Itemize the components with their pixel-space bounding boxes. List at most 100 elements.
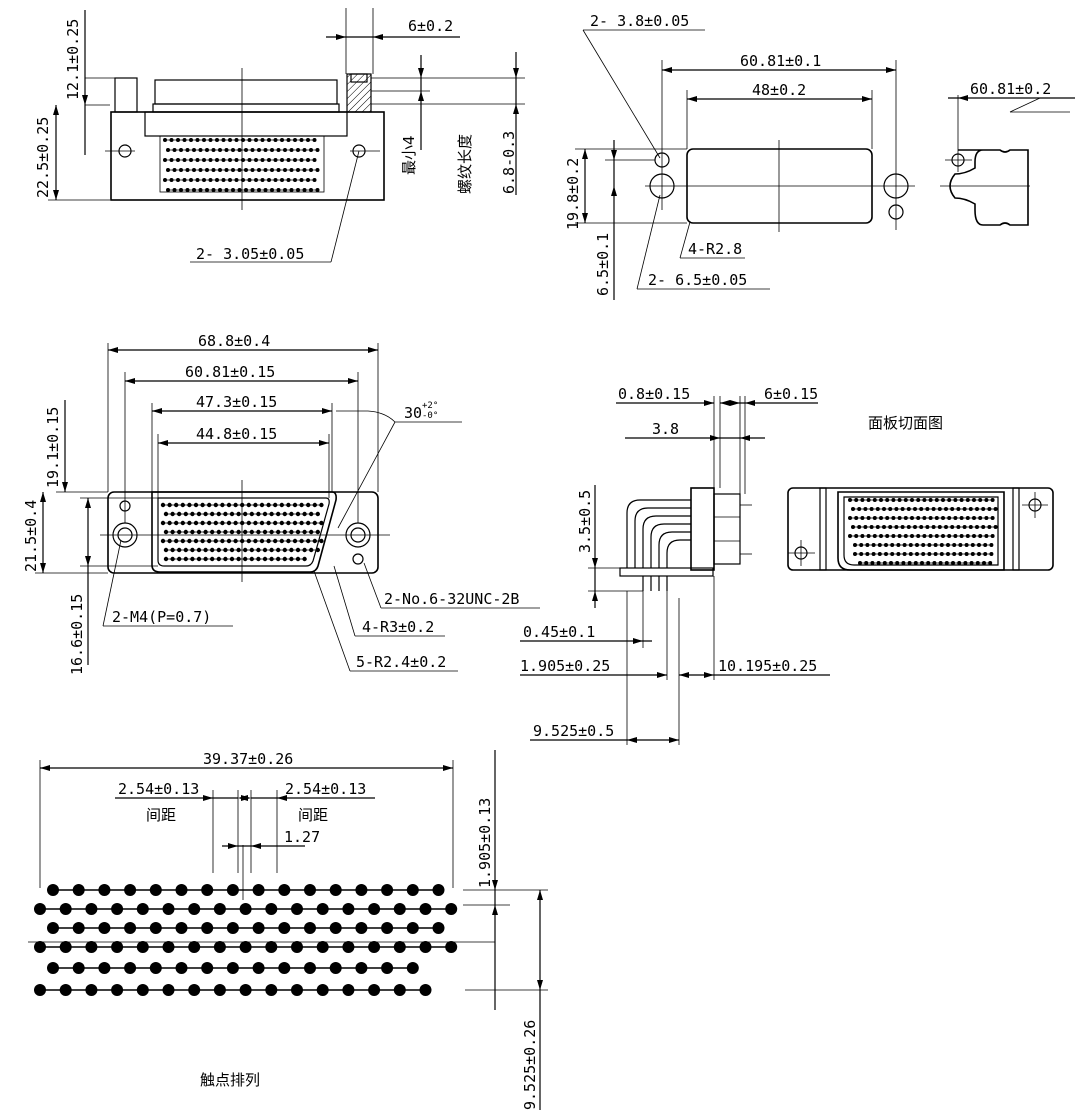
contact-pin xyxy=(265,941,278,953)
contact-pin xyxy=(220,502,225,508)
contact-pin xyxy=(215,158,219,162)
contact-pin xyxy=(922,516,927,520)
contact-pin xyxy=(864,561,869,565)
section-rib-left xyxy=(819,487,827,571)
arrowhead xyxy=(537,890,543,900)
contact-pin xyxy=(920,561,924,565)
contact-pin xyxy=(941,516,945,520)
contact-pin xyxy=(432,922,445,934)
contact-pin xyxy=(292,520,298,526)
dim-1-905-side: 1.905±0.25 xyxy=(520,657,610,675)
contact-pin xyxy=(239,903,252,915)
contact-pin xyxy=(215,178,219,182)
dim-19-8: 19.8±0.2 xyxy=(564,158,582,230)
side-flange xyxy=(690,487,715,571)
contact-pin xyxy=(243,511,248,517)
contact-pin xyxy=(256,511,261,517)
contact-pin xyxy=(269,511,274,517)
dim-48: 48±0.2 xyxy=(752,81,806,99)
contact-pin xyxy=(866,516,871,520)
contact-pin xyxy=(176,178,180,182)
contact-pin xyxy=(211,188,216,192)
contact-pin xyxy=(937,507,942,511)
contact-pin xyxy=(201,962,214,974)
contact-pin xyxy=(231,168,235,172)
contact-pin xyxy=(286,158,291,162)
arrowhead xyxy=(62,482,68,492)
contact-pin xyxy=(203,547,208,553)
arrowhead xyxy=(592,591,598,601)
connector-shell-top xyxy=(144,111,348,137)
contact-pin xyxy=(304,884,316,896)
contact-pin xyxy=(72,922,85,934)
contact-pin xyxy=(939,543,944,547)
contact-pin xyxy=(34,903,46,915)
arrowhead xyxy=(85,498,91,508)
contact-pin xyxy=(208,138,213,142)
contact-pin xyxy=(304,962,316,974)
contact-pin xyxy=(247,138,252,142)
contact-pin xyxy=(978,534,983,538)
arrowhead xyxy=(862,96,872,102)
arrowhead xyxy=(704,400,714,406)
pitch-label-right: 间距 xyxy=(298,806,328,824)
contact-pin xyxy=(234,178,239,182)
contact-pin xyxy=(163,178,167,182)
contact-pin xyxy=(111,903,124,915)
view-panel-cutout: 60.81±0.1 48±0.2 19.8±0.2 6.5±0.1 2- 3.8… xyxy=(564,12,915,300)
contact-pin xyxy=(309,188,313,192)
contact-pin xyxy=(889,561,893,565)
contact-pin xyxy=(196,511,202,517)
contact-pin xyxy=(295,511,301,517)
contact-pin xyxy=(250,168,255,172)
contact-pin xyxy=(984,534,989,538)
contact-pin xyxy=(188,984,201,996)
arrowhead xyxy=(669,737,679,743)
contact-pin xyxy=(243,547,248,553)
contact-pin xyxy=(229,556,235,562)
contact-pin xyxy=(229,547,235,553)
contact-pin xyxy=(267,158,271,162)
contact-pin xyxy=(972,534,976,538)
contact-pin xyxy=(927,552,932,556)
pin-field-view1 xyxy=(163,138,320,192)
contact-pin xyxy=(859,552,864,556)
contact-pin xyxy=(381,962,394,974)
contact-pin xyxy=(983,552,988,556)
contact-pin xyxy=(236,511,241,517)
contact-pin xyxy=(934,534,939,538)
contact-pin xyxy=(213,941,226,953)
contact-pin xyxy=(185,188,190,192)
contact-pin xyxy=(174,520,179,526)
contact-pin xyxy=(908,552,913,556)
contact-pin xyxy=(901,561,906,565)
contact-pin xyxy=(210,556,215,562)
insert-slot xyxy=(350,73,368,83)
contact-pin xyxy=(319,538,324,544)
contact-pin xyxy=(292,502,298,508)
contact-pin xyxy=(959,498,964,502)
callout-hole-3-05: 2- 3.05±0.05 xyxy=(196,245,304,263)
leader-line xyxy=(330,150,360,263)
contact-pin xyxy=(266,520,271,526)
contact-pin xyxy=(172,168,177,172)
contact-pin xyxy=(988,561,993,565)
contact-pin xyxy=(273,520,278,526)
contact-pin xyxy=(282,529,287,535)
arrowhead xyxy=(492,905,498,915)
contact-pin xyxy=(876,561,881,565)
contact-pin xyxy=(286,178,291,182)
contact-pin xyxy=(236,547,241,553)
contact-pin xyxy=(946,552,950,556)
contact-pin xyxy=(990,534,995,538)
contact-pin xyxy=(289,529,294,535)
arrowhead xyxy=(611,186,617,196)
contact-pin xyxy=(280,178,284,182)
contact-pin xyxy=(872,534,877,538)
contact-pin xyxy=(59,903,72,915)
contact-pin xyxy=(177,529,182,535)
contact-pin xyxy=(231,188,235,192)
arrowhead xyxy=(319,440,329,446)
contact-pin xyxy=(262,556,268,562)
contact-pin xyxy=(882,561,887,565)
